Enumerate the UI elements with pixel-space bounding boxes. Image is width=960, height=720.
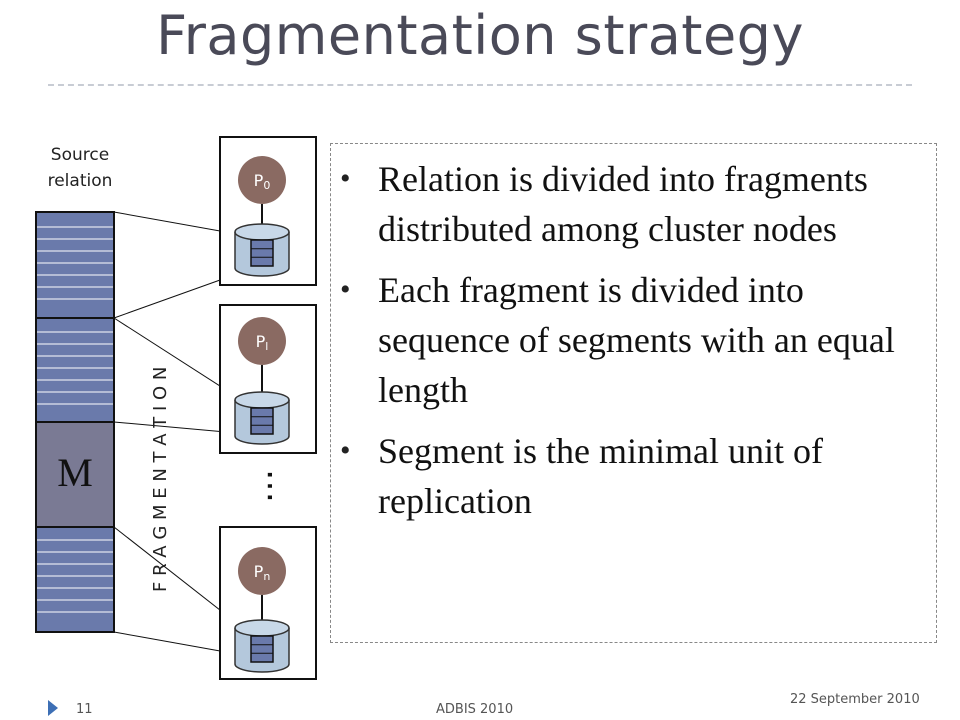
processor-label: P0 [254, 171, 271, 192]
processor-icon [238, 156, 286, 204]
source-label-line2: relation [47, 171, 113, 191]
processor-icon [238, 547, 286, 595]
bullet-item: Each fragment is divided into sequence o… [340, 265, 930, 415]
content-box [330, 143, 937, 643]
database-icon [234, 223, 290, 277]
processor-icon [238, 317, 286, 365]
bullet-list: Relation is divided into fragments distr… [340, 154, 930, 537]
processor-subscript: 0 [263, 179, 270, 192]
database-icon [234, 619, 290, 673]
fragmentation-label: F R A G M E N T A T I O N [150, 367, 171, 592]
database-icon [234, 391, 290, 445]
footer-conference: ADBIS 2010 [436, 702, 514, 717]
fragment-borders [35, 211, 115, 633]
fragment-m [36, 422, 114, 527]
footer-date: 22 September 2010 [790, 692, 920, 707]
processor-letter: P [256, 332, 266, 351]
footer-arrow-icon [48, 700, 58, 716]
processor-letter: P [254, 171, 264, 190]
slide-title: Fragmentation strategy [156, 4, 804, 67]
processor-subscript: n [263, 570, 270, 583]
source-relation: M [35, 211, 115, 633]
cluster-node-l: Pl [219, 304, 317, 454]
processor-label: Pl [256, 332, 269, 353]
ellipsis-dots: … [241, 469, 281, 503]
relation-stripes [36, 226, 114, 613]
cluster-node-0: P0 [219, 136, 317, 286]
source-label-line1: Source [50, 145, 110, 165]
cluster-node-n: Pn [219, 526, 317, 680]
processor-label: Pn [254, 562, 271, 583]
processor-letter: P [254, 562, 264, 581]
title-divider [48, 84, 912, 86]
bullet-item: Relation is divided into fragments distr… [340, 154, 930, 254]
source-relation-label: Source relation [30, 142, 130, 194]
processor-subscript: l [265, 340, 268, 353]
bullet-item: Segment is the minimal unit of replicati… [340, 426, 930, 526]
slide-number: 11 [76, 702, 93, 717]
fragment-m-label: M [57, 450, 93, 495]
